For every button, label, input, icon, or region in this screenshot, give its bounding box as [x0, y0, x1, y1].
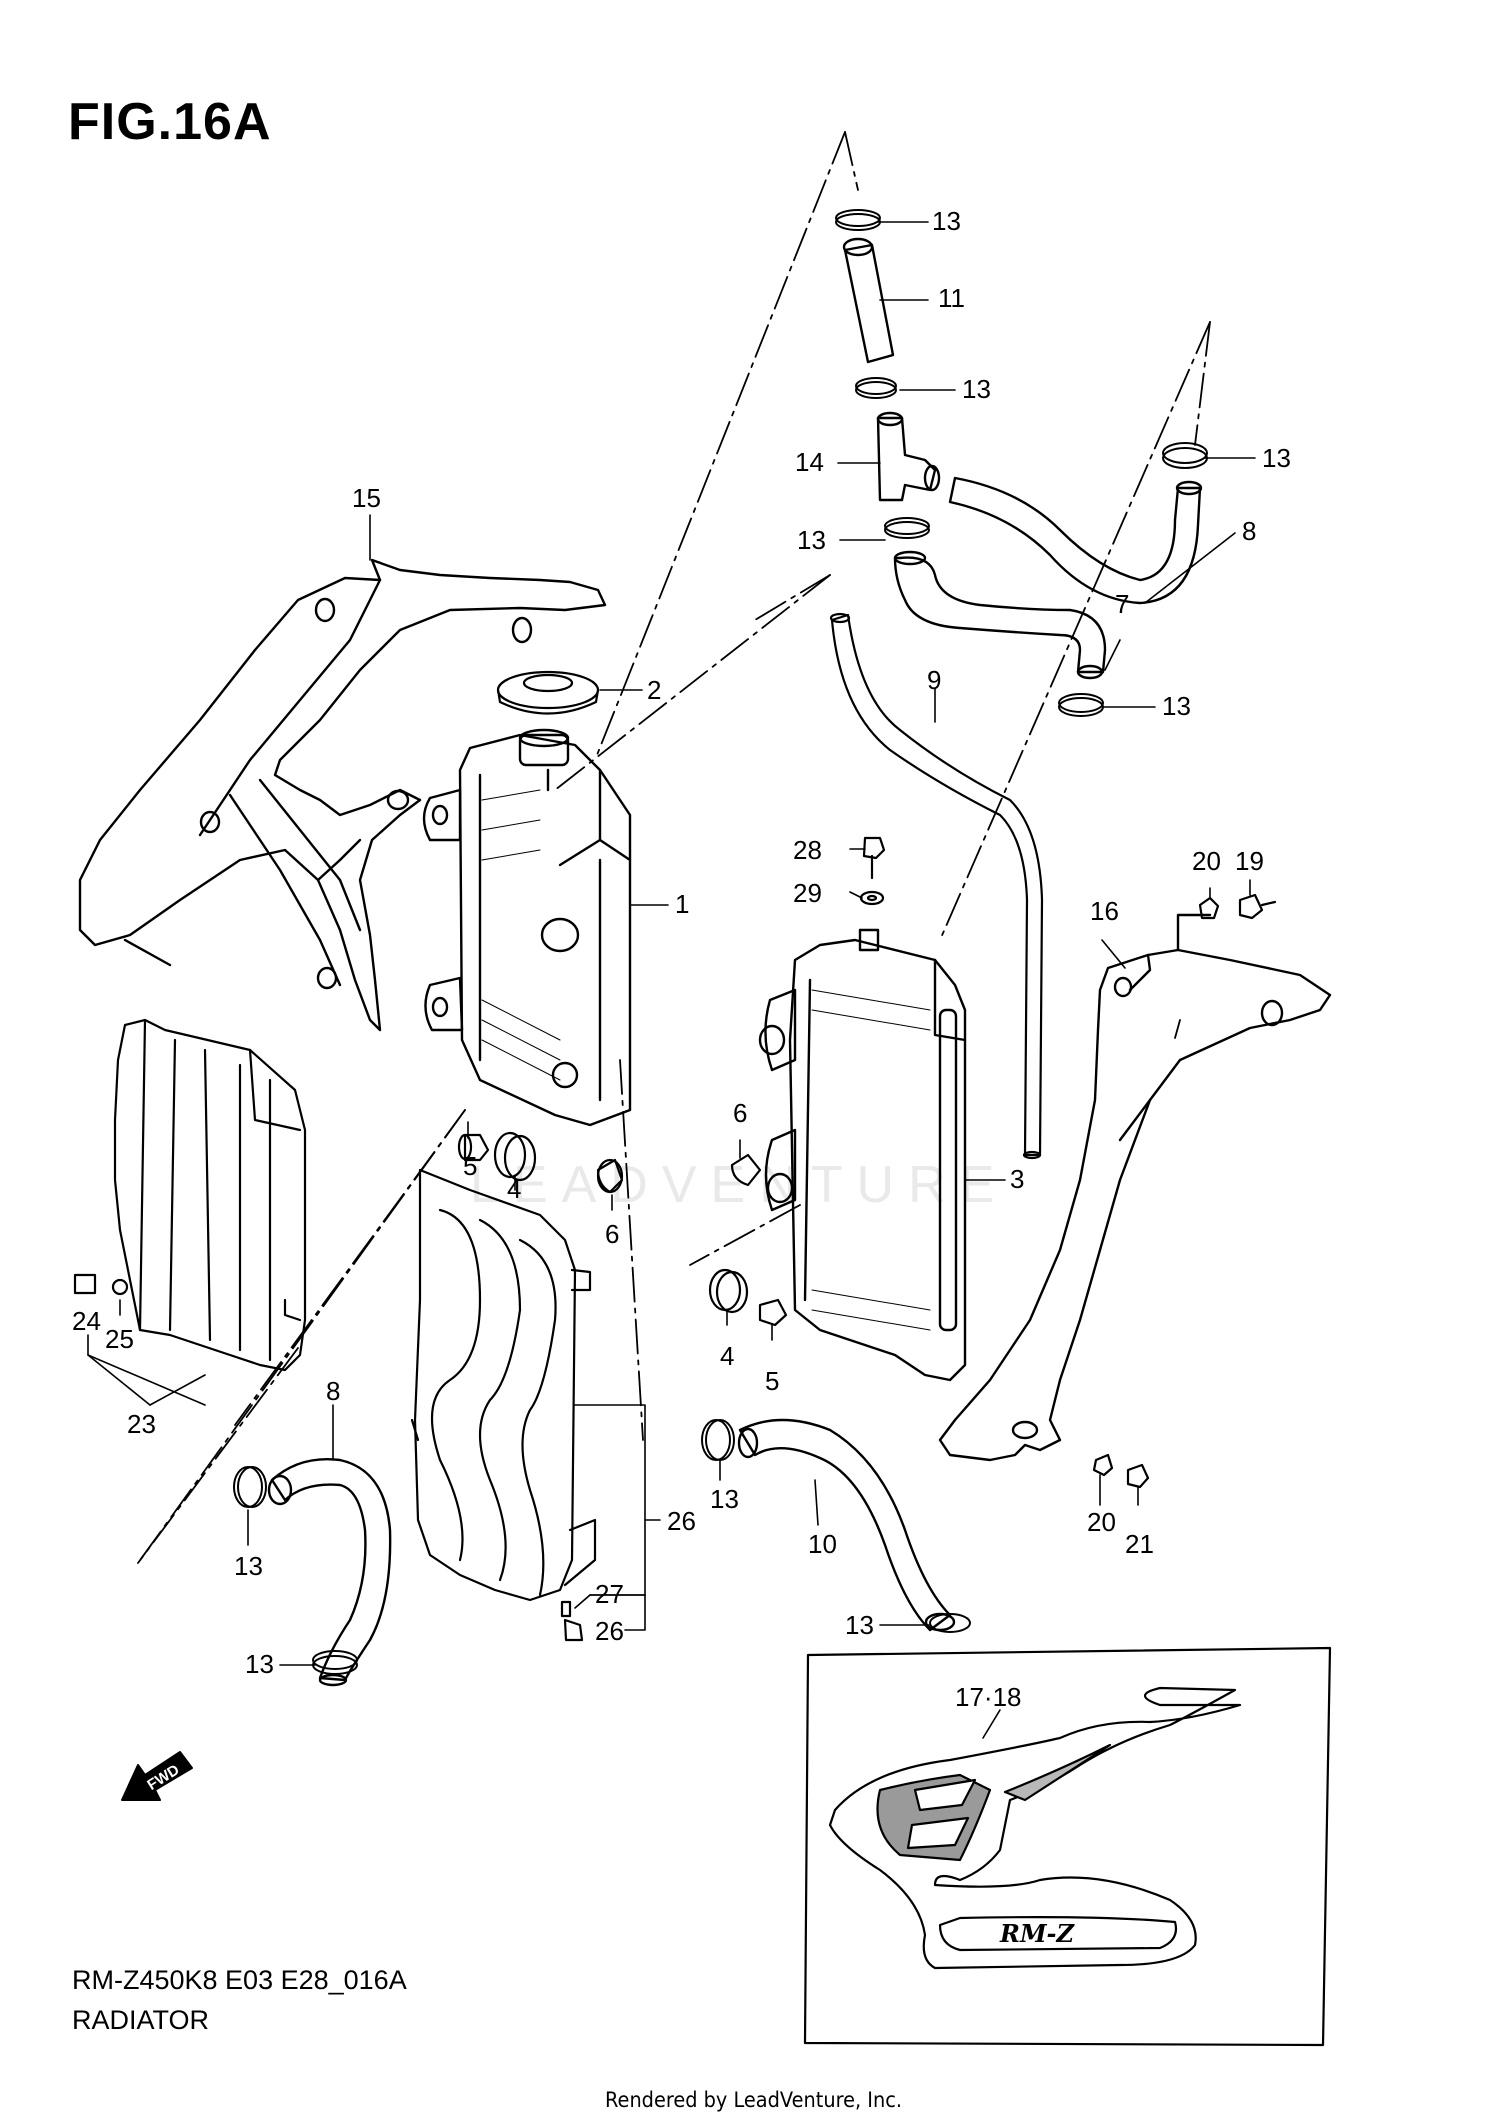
- callout-labels: 13 11 13 14 13 15 13 8 7 2 9 13 28 20 19…: [72, 206, 1291, 1948]
- fwd-arrow: [121, 1751, 193, 1801]
- decal-inset: [803, 1646, 1332, 2047]
- callout-24: 25: [105, 1324, 134, 1354]
- callout-13: 13: [962, 374, 991, 404]
- callout-13: 13: [1162, 691, 1191, 721]
- callout-20: 20: [1192, 846, 1221, 876]
- bolt-and-washer: [859, 836, 886, 906]
- radiator-left: [422, 728, 632, 1127]
- radiator-left-core: [481, 789, 561, 1081]
- radiator-right: [758, 928, 967, 1382]
- mounting-hardware-right: [708, 1153, 788, 1327]
- hose-7: [893, 550, 1107, 680]
- callout-6: 6: [605, 1219, 619, 1249]
- callout-9: 9: [927, 665, 941, 695]
- callout-21: 21: [1125, 1529, 1154, 1559]
- callout-13: 13: [797, 525, 826, 555]
- callout-17-18: 17·18: [955, 1682, 1022, 1712]
- callout-2: 2: [647, 675, 661, 705]
- callout-23: 24: [72, 1306, 101, 1336]
- callout-13: 13: [845, 1610, 874, 1640]
- callout-19: 19: [1235, 846, 1264, 876]
- callout-5: 5: [765, 1366, 779, 1396]
- section-name: RADIATOR: [72, 2005, 210, 2035]
- callout-29: 29: [793, 878, 822, 908]
- callout-13: 13: [1262, 443, 1291, 473]
- radiator-shroud-right: [938, 913, 1332, 1462]
- callout-12: 10: [808, 1529, 837, 1559]
- radiator-right-core: [811, 989, 931, 1331]
- callout-13: 13: [710, 1484, 739, 1514]
- callout-15: 15: [352, 483, 381, 513]
- callout-13: 13: [932, 206, 961, 236]
- radiator-guard-left: [73, 1018, 307, 1372]
- reference-lines: [137, 131, 1211, 1564]
- callout-6: 6: [733, 1098, 747, 1128]
- callout-4: 4: [720, 1341, 734, 1371]
- callout-10: 8: [1242, 516, 1256, 546]
- model-code: RM-Z450K8 E03 E28_016A: [72, 1965, 407, 1995]
- radiator-guard-center: [410, 1168, 597, 1642]
- callout-5: 5: [463, 1151, 477, 1181]
- hose-8: [267, 1458, 392, 1687]
- callout-7: 7: [1115, 589, 1129, 619]
- hose-10: [948, 476, 1203, 605]
- hose-clamps: [233, 209, 1208, 1675]
- leader-lines: [87, 221, 1256, 1739]
- overflow-tube-9: [829, 612, 1044, 1160]
- hose-11: [842, 237, 895, 364]
- callout-22: 23: [127, 1409, 156, 1439]
- radiator-cap: [496, 670, 600, 715]
- render-credit: Rendered by LeadVenture, Inc.: [605, 2088, 902, 2112]
- callout-11: 11: [938, 283, 965, 313]
- callout-25: 26: [667, 1506, 696, 1536]
- decal-logo-text: RM-Z: [999, 1919, 1075, 1948]
- hose-12: [737, 1418, 956, 1632]
- callout-8: 8: [326, 1376, 340, 1406]
- callout-28: 28: [793, 835, 822, 865]
- radiator-shroud-left: [78, 558, 607, 1032]
- callout-3: 3: [1010, 1164, 1024, 1194]
- figure-title: FIG.16A: [68, 93, 272, 151]
- callout-14: 14: [795, 447, 824, 477]
- callout-27: 27: [595, 1579, 624, 1609]
- shroud-hardware: [1092, 893, 1277, 1489]
- callout-4: 4: [507, 1174, 521, 1204]
- mounting-hardware-left: [457, 1131, 624, 1194]
- t-joint-14: [876, 411, 941, 502]
- callout-16: 16: [1090, 896, 1119, 926]
- callout-13: 13: [234, 1551, 263, 1581]
- callout-20: 20: [1087, 1507, 1116, 1537]
- callout-13: 13: [245, 1649, 274, 1679]
- callout-26: 26: [595, 1616, 624, 1646]
- callout-1: 1: [675, 889, 689, 919]
